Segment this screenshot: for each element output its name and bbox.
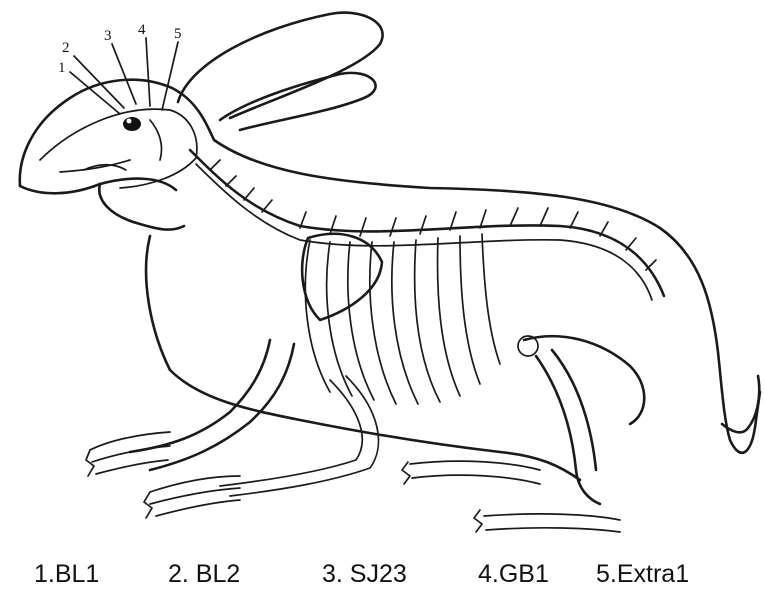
legend-item-sj23: 3. SJ23 [322, 560, 407, 589]
acupoint-legend: 1.BL1 2. BL2 3. SJ23 4.GB1 5.Extra1 [0, 560, 764, 596]
legend-item-bl1: 1.BL1 [34, 560, 99, 589]
point-4-marker: 4 [138, 22, 150, 106]
point-2-number: 2 [62, 40, 70, 56]
legend-item-bl2: 2. BL2 [168, 560, 240, 589]
eye [123, 117, 141, 131]
ribcage [305, 234, 500, 404]
rabbit-skeleton-diagram: 1 2 3 4 5 [0, 0, 764, 535]
point-5-number: 5 [174, 26, 182, 42]
foreleg [86, 340, 378, 518]
point-4-number: 4 [138, 22, 146, 38]
hindpaw [402, 462, 482, 532]
point-1-marker: 1 [58, 60, 120, 114]
acupoint-markers: 1 2 3 4 5 [58, 22, 182, 114]
skull [40, 109, 197, 188]
legend-item-gb1: 4.GB1 [478, 560, 549, 589]
vertebral-column [190, 150, 664, 300]
hindleg [402, 336, 644, 532]
point-3-number: 3 [104, 28, 112, 44]
forepaw-right [144, 476, 240, 518]
legend-item-extra1: 5.Extra1 [596, 560, 689, 589]
point-1-number: 1 [58, 60, 66, 76]
